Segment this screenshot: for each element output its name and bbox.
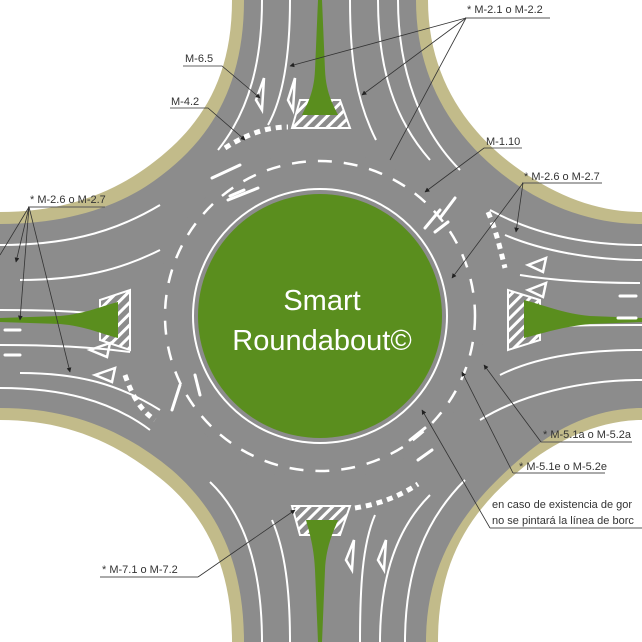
label-m51a: * M-5.1a o M-5.2a [543,429,632,441]
yield-lines [122,124,508,511]
label-m26-left: * M-2.6 o M-2.7 [30,194,106,206]
yield-triangles [86,77,548,575]
label-m21: * M-2.1 o M-2.2 [467,4,543,16]
title-line-2: Roundabout© [232,325,411,357]
label-m26-right: * M-2.6 o M-2.7 [524,171,600,183]
label-m65: M-6.5 [185,53,213,65]
label-m51e: * M-5.1e o M-5.2e [519,461,607,473]
label-m71: * M-7.1 o M-7.2 [102,564,178,576]
label-m42: M-4.2 [171,96,199,108]
direction-arrows [3,163,638,462]
title-line-1: Smart [283,285,360,317]
annotations: * M-2.1 o M-2.2 M-6.5 M-4.2 M-1.10 * M-2… [0,4,642,578]
label-m110: M-1.10 [486,136,520,148]
note-line-1: en caso de existencia de gor [492,499,632,511]
note-line-2: no se pintará la línea de borc [492,515,634,527]
central-island [198,194,442,438]
